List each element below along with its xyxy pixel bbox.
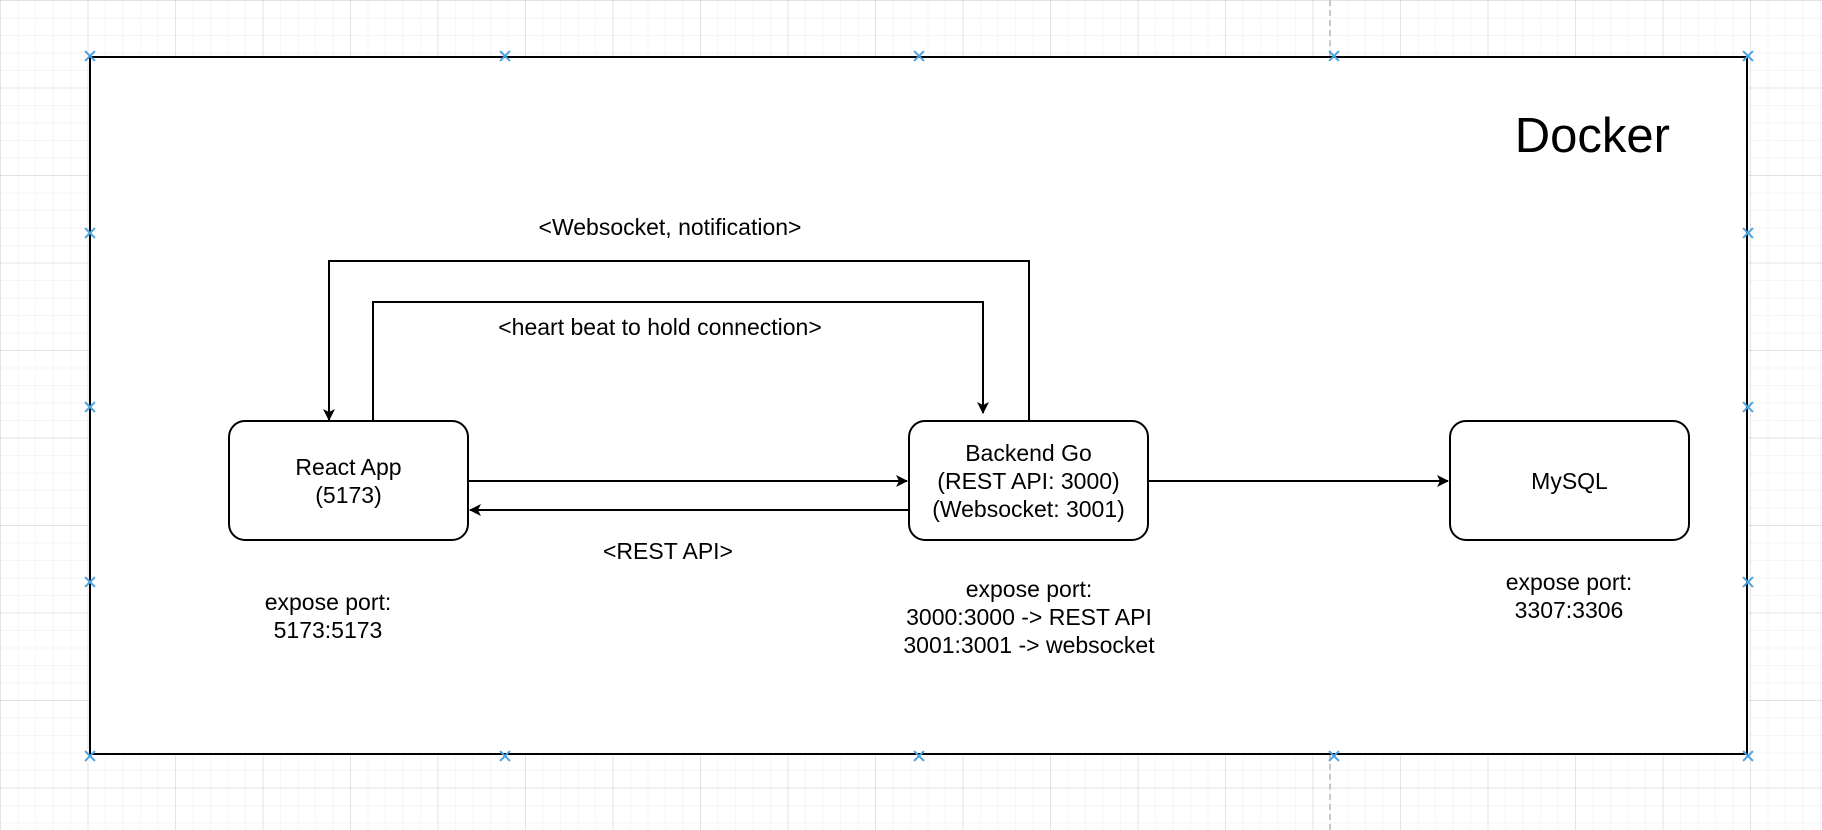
resize-handle-top-left[interactable] (84, 50, 96, 62)
resize-handle-bottom-2[interactable] (913, 750, 925, 762)
heartbeat-label: <heart beat to hold connection> (498, 314, 822, 340)
resize-handle-top-2[interactable] (913, 50, 925, 62)
resize-handle-left-1[interactable] (84, 227, 96, 239)
backend-name: Backend Go (965, 439, 1092, 466)
react-app-node[interactable]: React App (5173) (228, 420, 469, 541)
resize-handle-top-3[interactable] (1328, 50, 1340, 62)
react-expose-port: expose port: 5173:5173 (228, 588, 428, 644)
resize-handle-right-3[interactable] (1742, 576, 1754, 588)
mysql-expose-port: expose port: 3307:3306 (1469, 568, 1669, 624)
backend-expose-title: expose port: (965, 576, 1093, 602)
resize-handle-top-right[interactable] (1742, 50, 1754, 62)
resize-handle-right-1[interactable] (1742, 227, 1754, 239)
docker-container-box[interactable] (89, 56, 1748, 755)
react-expose-title: expose port: (264, 589, 392, 615)
resize-handle-left-2[interactable] (84, 401, 96, 413)
websocket-notification-edge[interactable] (323, 260, 1030, 421)
react-app-name: React App (295, 453, 402, 480)
backend-rest-port: (REST API: 3000) (937, 467, 1120, 494)
resize-handle-top-1[interactable] (499, 50, 511, 62)
mysql-name: MySQL (1531, 467, 1608, 494)
rest-api-label: <REST API> (603, 538, 733, 564)
backend-expose-websocket: 3001:3001 -> websocket (903, 632, 1155, 658)
backend-go-node[interactable]: Backend Go (REST API: 3000) (Websocket: … (908, 420, 1149, 541)
backend-expose-port: expose port: 3000:3000 -> REST API 3001:… (879, 575, 1179, 659)
resize-handle-bottom-right[interactable] (1742, 750, 1754, 762)
resize-handle-bottom-left[interactable] (84, 750, 96, 762)
resize-handle-bottom-1[interactable] (499, 750, 511, 762)
websocket-notification-label: <Websocket, notification> (538, 214, 802, 240)
backend-expose-rest: 3000:3000 -> REST API (906, 604, 1152, 630)
resize-handle-right-2[interactable] (1742, 401, 1754, 413)
mysql-node[interactable]: MySQL (1449, 420, 1690, 541)
mysql-expose-title: expose port: (1505, 569, 1633, 595)
docker-title: Docker (1514, 109, 1670, 163)
backend-websocket-port: (Websocket: 3001) (932, 495, 1125, 522)
react-expose-mapping: 5173:5173 (273, 617, 383, 643)
resize-handle-left-3[interactable] (84, 576, 96, 588)
mysql-expose-mapping: 3307:3306 (1514, 597, 1624, 623)
resize-handle-bottom-3[interactable] (1328, 750, 1340, 762)
react-app-port: (5173) (315, 481, 382, 508)
heartbeat-edge[interactable] (372, 301, 989, 420)
